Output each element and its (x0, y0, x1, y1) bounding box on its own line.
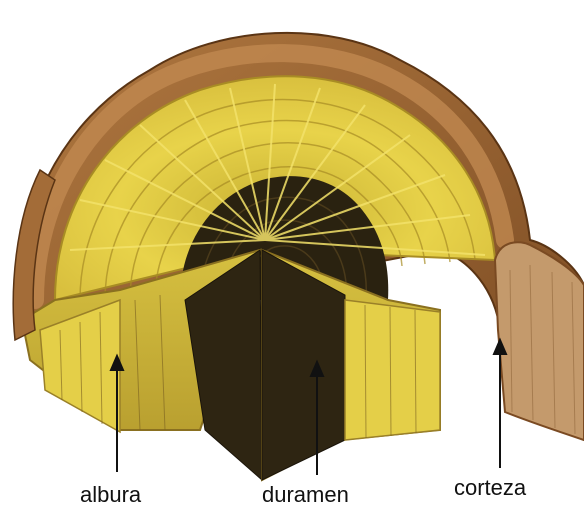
sapwood-face-right (345, 300, 440, 440)
label-heartwood: duramen (262, 484, 349, 506)
bark-strip-right (495, 242, 584, 440)
label-sapwood: albura (80, 484, 141, 506)
label-bark: corteza (454, 477, 526, 499)
